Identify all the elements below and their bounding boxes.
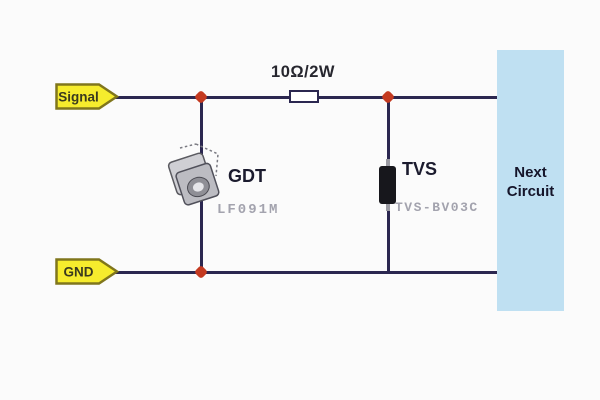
junction-dot bbox=[193, 89, 209, 105]
gdt-part-number: LF091M bbox=[217, 202, 280, 218]
resistor-symbol bbox=[289, 90, 319, 103]
resistor-value-label: 10Ω/2W bbox=[271, 63, 335, 81]
tvs-label: TVS bbox=[402, 159, 438, 179]
junction-dot bbox=[380, 89, 396, 105]
signal-tag: Signal bbox=[55, 83, 119, 110]
signal-tag-label: Signal bbox=[58, 90, 99, 105]
gnd-tag: GND bbox=[55, 258, 119, 285]
tvs-lead-bottom bbox=[386, 203, 390, 211]
next-circuit-block: Next Circuit bbox=[497, 50, 564, 311]
tvs-part-number: TVS-BV03C bbox=[395, 200, 479, 215]
gdt-label: GDT bbox=[228, 166, 266, 186]
signal-tag-shape bbox=[55, 83, 119, 110]
tvs-diode-symbol bbox=[379, 166, 396, 204]
next-circuit-line1: Next bbox=[514, 164, 547, 181]
gnd-wire bbox=[112, 270, 497, 274]
gdt-body bbox=[167, 152, 220, 206]
next-circuit-line2: Circuit bbox=[506, 183, 555, 200]
junction-dot bbox=[193, 264, 209, 280]
gdt-symbol bbox=[167, 143, 220, 206]
tvs-lead-top bbox=[386, 159, 390, 167]
gnd-tag-shape bbox=[55, 258, 119, 285]
gnd-tag-label: GND bbox=[64, 265, 94, 280]
